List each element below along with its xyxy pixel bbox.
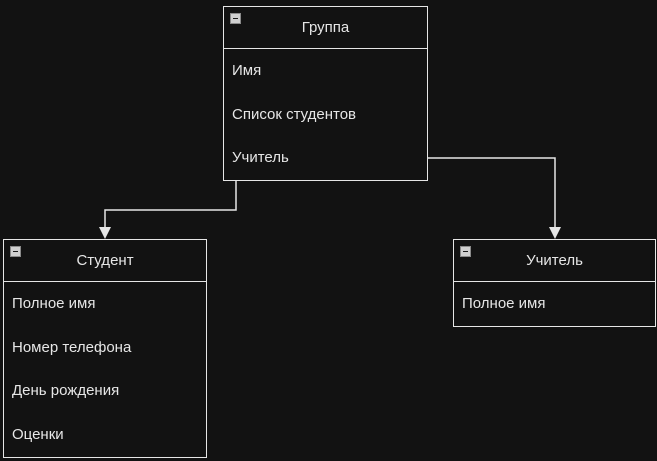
connector-line: [428, 157, 556, 232]
entity-title: Учитель: [526, 252, 583, 269]
field-student-list[interactable]: Список студентов: [232, 105, 357, 123]
entity-teacher[interactable]: Учитель Полное имя: [453, 239, 656, 327]
entity-student[interactable]: Студент Полное имя Номер телефона День р…: [3, 239, 207, 458]
field-phone-number[interactable]: Номер телефона: [12, 338, 132, 356]
connector-group-to-teacher: [428, 157, 561, 239]
entity-group[interactable]: Группа Имя Список студентов Учитель: [223, 6, 428, 181]
collapse-icon[interactable]: [460, 246, 471, 257]
field-birthday[interactable]: День рождения: [12, 382, 120, 400]
arrowhead-icon: [99, 227, 111, 239]
entity-header[interactable]: Учитель: [454, 240, 655, 282]
arrowhead-icon: [549, 227, 561, 239]
entity-title: Студент: [76, 252, 134, 269]
field-teacher[interactable]: Учитель: [232, 149, 289, 167]
connector-group-to-student: [99, 181, 237, 239]
field-name[interactable]: Имя: [232, 62, 262, 80]
field-grades[interactable]: Оценки: [12, 425, 64, 443]
connector-line: [104, 181, 237, 232]
entity-header[interactable]: Студент: [4, 240, 206, 282]
entity-title: Группа: [301, 19, 350, 36]
entity-header[interactable]: Группа: [224, 7, 427, 49]
collapse-icon[interactable]: [10, 246, 21, 257]
collapse-icon[interactable]: [230, 13, 241, 24]
field-full-name[interactable]: Полное имя: [462, 295, 546, 313]
field-full-name[interactable]: Полное имя: [12, 295, 96, 313]
